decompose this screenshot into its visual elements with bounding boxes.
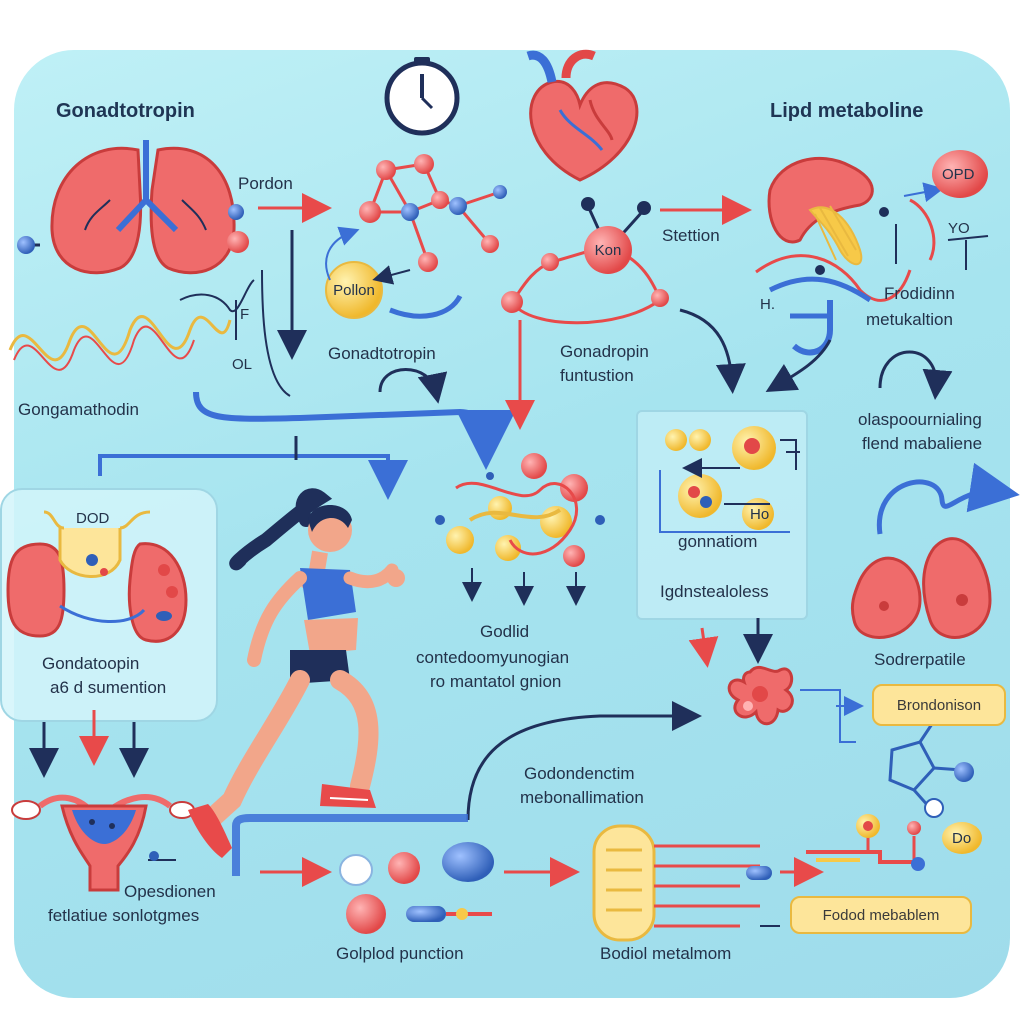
bottom-molecules xyxy=(339,842,494,934)
gonnatiom-label: gonnatiom xyxy=(678,532,758,551)
ho-label: Ho xyxy=(750,506,770,523)
molecule-nodes xyxy=(359,154,507,272)
gonadropin-label: Gonadropin xyxy=(560,342,649,361)
ol-label: OL xyxy=(232,356,253,373)
kon-label: Kon xyxy=(594,242,622,259)
opesd-label-2: fetlatiue sonlotgmes xyxy=(48,906,200,925)
lipid-organ xyxy=(755,150,989,356)
opd-label: OPD xyxy=(942,166,975,183)
fodod-pill: Fodod mebablem xyxy=(790,896,972,934)
bottom-right-pathway xyxy=(806,814,982,871)
gondatoopin-label-1: Gondatoopin xyxy=(42,654,140,673)
yo-label: YO xyxy=(948,220,970,237)
pollon-label: Pollon xyxy=(333,282,375,299)
godond-label-2: mebonallimation xyxy=(520,788,644,807)
heart-icon xyxy=(526,49,639,182)
golplod-label: Golplod punction xyxy=(336,944,464,963)
lungs-icon xyxy=(17,140,249,275)
stettion-label: Stettion xyxy=(662,226,720,245)
do-tag-label: Do xyxy=(952,830,972,847)
pordon-label: Pordon xyxy=(238,174,293,193)
godlid-label: Godlid xyxy=(480,622,530,641)
godond-label-1: Godondenctim xyxy=(524,764,635,783)
igdnst-label: Igdnstealoless xyxy=(660,582,769,601)
dod-label: DOD xyxy=(76,510,110,527)
star-molecule xyxy=(727,665,864,743)
gongamathodin-label: Gongamathodin xyxy=(18,400,139,419)
contedo-label-2: ro mantatol gnion xyxy=(430,672,562,691)
brondonison-pill: Brondonison xyxy=(872,684,1006,726)
cell-cluster xyxy=(435,453,605,606)
cell-box xyxy=(636,410,808,620)
metukaltion-label: metukaltion xyxy=(866,310,953,329)
frodidinn-label: Frodidinn xyxy=(884,284,955,303)
ovary-figure xyxy=(6,510,188,643)
mitochondria-icon xyxy=(592,824,780,942)
lipid-title: Lipd metaboline xyxy=(770,100,924,122)
funtustion-label: funtustion xyxy=(560,366,634,385)
uterus-icon xyxy=(11,794,195,892)
kon-molecule xyxy=(501,197,669,325)
fodod-label: Fodod mebablem xyxy=(822,906,940,924)
gonadotropin-mid-label: Gonadtotropin xyxy=(328,344,436,363)
sodrer-label: Sodrerpatile xyxy=(874,650,966,669)
contedo-label-1: contedoomyunogian xyxy=(416,648,570,667)
kidney-icon xyxy=(850,537,992,639)
pollon-bubble xyxy=(325,261,383,319)
h-label: H. xyxy=(760,296,775,313)
bodiol-label: Bodiol metalmom xyxy=(600,944,732,963)
runner-figure xyxy=(188,488,405,858)
olaspo-label-1: olaspoournialing xyxy=(858,410,982,429)
brondonison-label: Brondonison xyxy=(896,696,982,714)
hormone-waves xyxy=(8,279,255,371)
gonadotropin-title: Gonadtotropin xyxy=(56,100,195,122)
gondatoopin-label-2: a6 d sumention xyxy=(50,678,167,697)
f-label: F xyxy=(240,306,250,323)
opesd-label-1: Opesdionen xyxy=(124,882,216,901)
olaspo-label-2: flend mabaliene xyxy=(862,434,983,453)
hexagon-molecule xyxy=(888,723,974,818)
clock-icon xyxy=(384,57,460,136)
cell-contents xyxy=(659,426,800,533)
